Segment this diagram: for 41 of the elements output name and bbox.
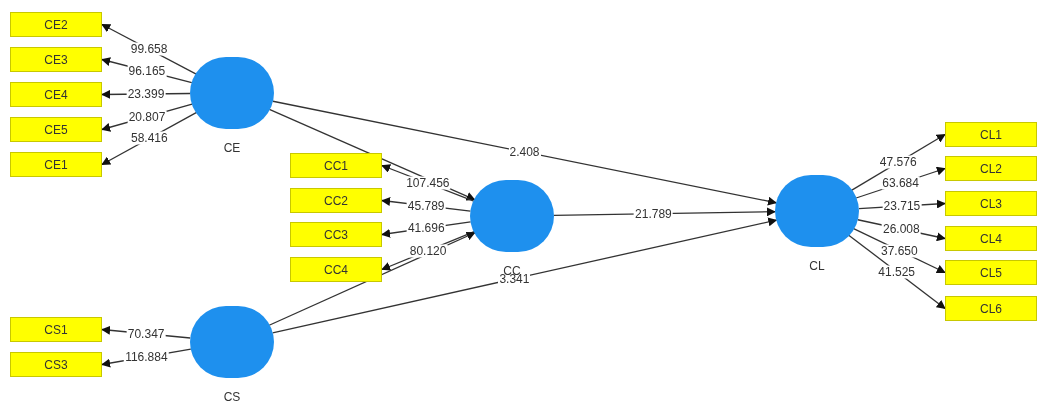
indicator-box: CC1 <box>290 153 382 178</box>
indicator-box: CC2 <box>290 188 382 213</box>
edge-label: 63.684 <box>881 176 920 190</box>
edge-label: 23.399 <box>126 87 166 101</box>
edge-label: 21.789 <box>634 207 673 221</box>
edge-label: 96.165 <box>127 64 167 78</box>
indicator-box: CC4 <box>290 257 382 282</box>
indicator-box: CL6 <box>945 296 1037 321</box>
edge-label: 80.120 <box>408 244 448 258</box>
edge-label: 107.456 <box>405 176 451 190</box>
indicator-box: CE1 <box>10 152 102 177</box>
indicator-box: CC3 <box>290 222 382 247</box>
edge-label: 41.525 <box>877 265 917 279</box>
indicator-box: CL5 <box>945 260 1037 285</box>
edge-label: 26.008 <box>882 222 921 236</box>
indicator-box: CE4 <box>10 82 102 107</box>
indicator-box: CE5 <box>10 117 102 142</box>
arrow <box>272 100 777 206</box>
indicator-box: CE2 <box>10 12 102 37</box>
indicator-box: CS1 <box>10 317 102 342</box>
indicator-box: CS3 <box>10 352 102 377</box>
edge-label: 20.807 <box>127 110 167 124</box>
edge-label: 23.715 <box>882 199 922 213</box>
indicator-box: CL4 <box>945 226 1037 251</box>
construct-label: CE <box>223 141 241 155</box>
indicator-box: CL3 <box>945 191 1037 216</box>
construct-label: CL <box>809 259 825 273</box>
edge-label: 41.696 <box>406 221 446 235</box>
edge-label: 99.658 <box>129 42 169 56</box>
edge-label: 37.650 <box>879 244 919 258</box>
indicator-box: CL2 <box>945 156 1037 181</box>
edge-label: 58.416 <box>129 131 169 145</box>
indicator-box: CE3 <box>10 47 102 72</box>
edge-label: 45.789 <box>406 199 446 213</box>
edge-label: 2.408 <box>508 145 541 159</box>
construct-label: CS <box>223 390 241 403</box>
arrow <box>272 217 778 334</box>
indicator-box: CL1 <box>945 122 1037 147</box>
edge-label: 70.347 <box>126 327 166 341</box>
edge-label: 47.576 <box>878 155 918 169</box>
edge-label: 116.884 <box>124 350 169 364</box>
